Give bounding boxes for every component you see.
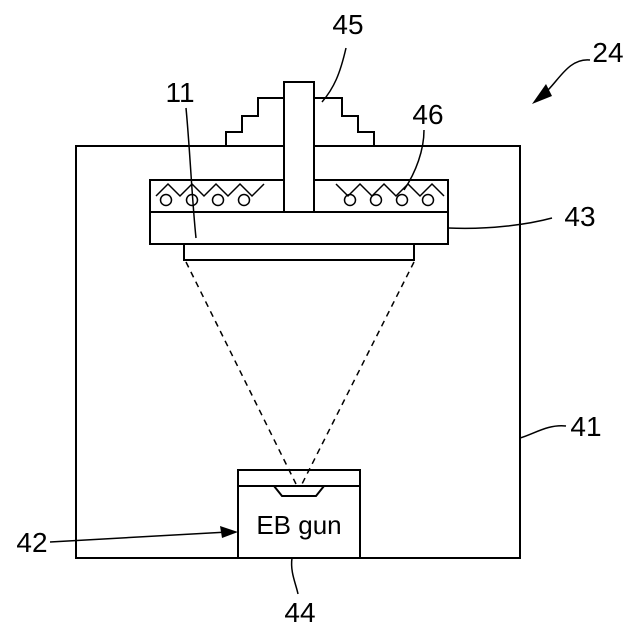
arrowhead-24	[532, 84, 552, 104]
leader-44	[292, 558, 298, 594]
vapor-plume-right	[302, 262, 414, 484]
eb-gun-label: EB gun	[256, 510, 341, 540]
vapor-plume-left	[186, 262, 296, 484]
ref-label-11: 11	[165, 77, 194, 108]
leader-43	[448, 218, 552, 228]
ref-label-24: 24	[592, 37, 623, 68]
ref-label-41: 41	[570, 411, 601, 442]
arrowhead-42	[220, 526, 238, 538]
ref-label-44: 44	[284, 597, 315, 628]
ref-label-46: 46	[412, 99, 443, 130]
ref-label-45: 45	[332, 9, 363, 40]
rotation-shaft	[284, 82, 314, 212]
ref-label-42: 42	[16, 527, 47, 558]
evaporation-crucible	[274, 486, 324, 496]
leader-24	[548, 60, 590, 90]
ref-label-43: 43	[564, 201, 595, 232]
leader-45	[322, 48, 346, 102]
leader-41	[520, 426, 566, 438]
substrate	[184, 244, 414, 260]
